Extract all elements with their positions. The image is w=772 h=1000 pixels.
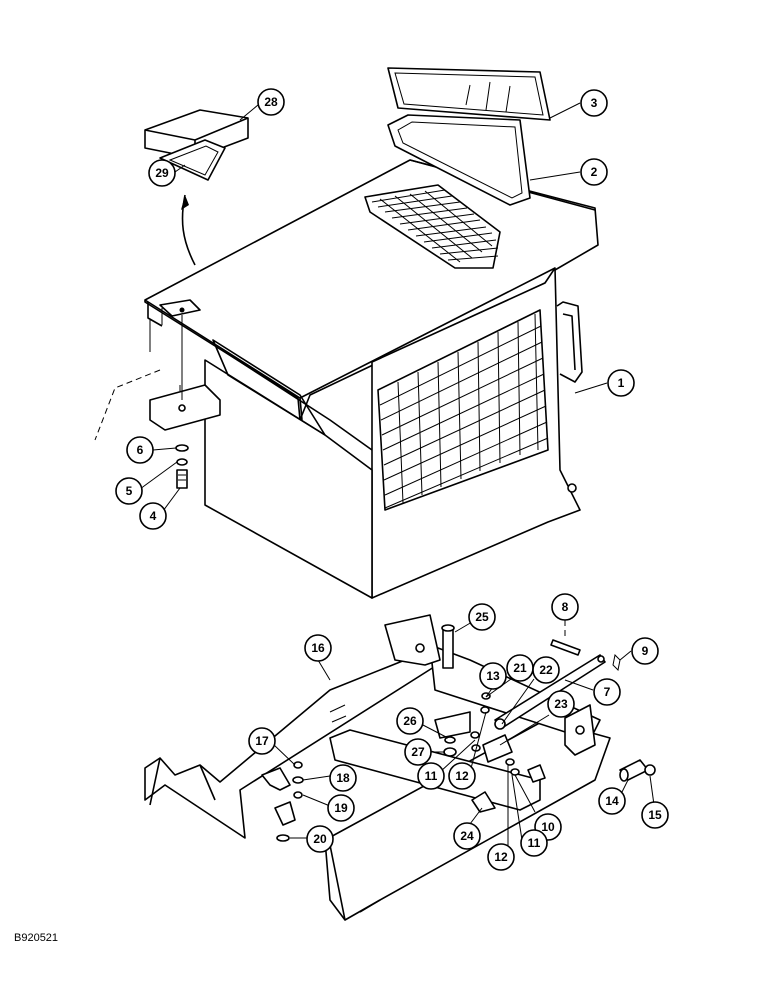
svg-text:28: 28 — [264, 95, 278, 109]
svg-text:17: 17 — [255, 734, 269, 748]
callout-14: 14 — [598, 787, 626, 815]
callout-12b: 12 — [487, 843, 515, 871]
svg-text:6: 6 — [137, 443, 144, 457]
air-screen-parts — [387, 67, 551, 206]
callouts: 1 2 3 4 5 6 7 8 9 10 11 11 12 12 13 14 1… — [115, 88, 669, 871]
callout-7: 7 — [593, 678, 621, 706]
callout-15: 15 — [641, 801, 669, 829]
callout-29: 29 — [148, 159, 176, 187]
callout-27: 27 — [404, 738, 432, 766]
svg-text:14: 14 — [605, 794, 619, 808]
svg-text:15: 15 — [648, 808, 662, 822]
svg-text:11: 11 — [425, 769, 438, 783]
svg-text:2: 2 — [591, 165, 598, 179]
svg-text:16: 16 — [311, 641, 325, 655]
callout-23: 23 — [547, 690, 575, 718]
callout-22: 22 — [532, 656, 560, 684]
svg-text:29: 29 — [155, 166, 169, 180]
svg-text:10: 10 — [541, 820, 555, 834]
svg-text:9: 9 — [642, 644, 649, 658]
gas-strut — [494, 654, 606, 730]
svg-text:25: 25 — [475, 610, 489, 624]
svg-text:3: 3 — [591, 96, 598, 110]
svg-text:19: 19 — [334, 801, 348, 815]
foam-pad — [144, 109, 249, 266]
callout-3: 3 — [580, 89, 608, 117]
callout-1: 1 — [607, 369, 635, 397]
callout-8: 8 — [551, 593, 579, 621]
callout-16: 16 — [304, 634, 332, 662]
callout-25: 25 — [468, 603, 496, 631]
svg-text:22: 22 — [539, 663, 553, 677]
callout-18: 18 — [329, 764, 357, 792]
callout-19: 19 — [327, 794, 355, 822]
svg-text:23: 23 — [554, 697, 568, 711]
svg-text:5: 5 — [126, 484, 133, 498]
callout-12a: 12 — [448, 762, 476, 790]
bushing — [619, 759, 656, 782]
svg-text:27: 27 — [411, 745, 425, 759]
callout-20: 20 — [306, 825, 334, 853]
svg-text:18: 18 — [336, 771, 350, 785]
pin — [550, 620, 581, 656]
frame-hardware — [276, 624, 546, 842]
callout-24: 24 — [453, 822, 481, 850]
svg-text:20: 20 — [313, 832, 327, 846]
callout-11a: 11 — [417, 762, 445, 790]
svg-text:12: 12 — [494, 850, 508, 864]
callout-4: 4 — [139, 502, 167, 530]
svg-text:12: 12 — [455, 769, 469, 783]
hood-assembly — [94, 159, 599, 599]
svg-text:4: 4 — [150, 509, 157, 523]
side-grille — [377, 309, 549, 511]
callout-13: 13 — [479, 662, 507, 690]
svg-text:7: 7 — [604, 685, 611, 699]
callout-28: 28 — [257, 88, 285, 116]
callout-2: 2 — [580, 158, 608, 186]
hood-hardware — [175, 444, 189, 489]
callout-11b: 11 — [520, 829, 548, 857]
svg-text:26: 26 — [403, 714, 417, 728]
top-grille — [364, 184, 501, 269]
callout-6: 6 — [126, 436, 154, 464]
svg-text:1: 1 — [618, 376, 625, 390]
callout-17: 17 — [248, 727, 276, 755]
callout-21: 21 — [506, 654, 534, 682]
callout-9: 9 — [631, 637, 659, 665]
svg-text:21: 21 — [513, 661, 527, 675]
callout-5: 5 — [115, 477, 143, 505]
svg-text:13: 13 — [486, 669, 500, 683]
svg-text:24: 24 — [460, 829, 474, 843]
figure-id: B920521 — [14, 932, 59, 944]
callout-26: 26 — [396, 707, 424, 735]
svg-text:8: 8 — [562, 600, 569, 614]
svg-text:11: 11 — [528, 836, 541, 850]
clip — [612, 653, 621, 672]
